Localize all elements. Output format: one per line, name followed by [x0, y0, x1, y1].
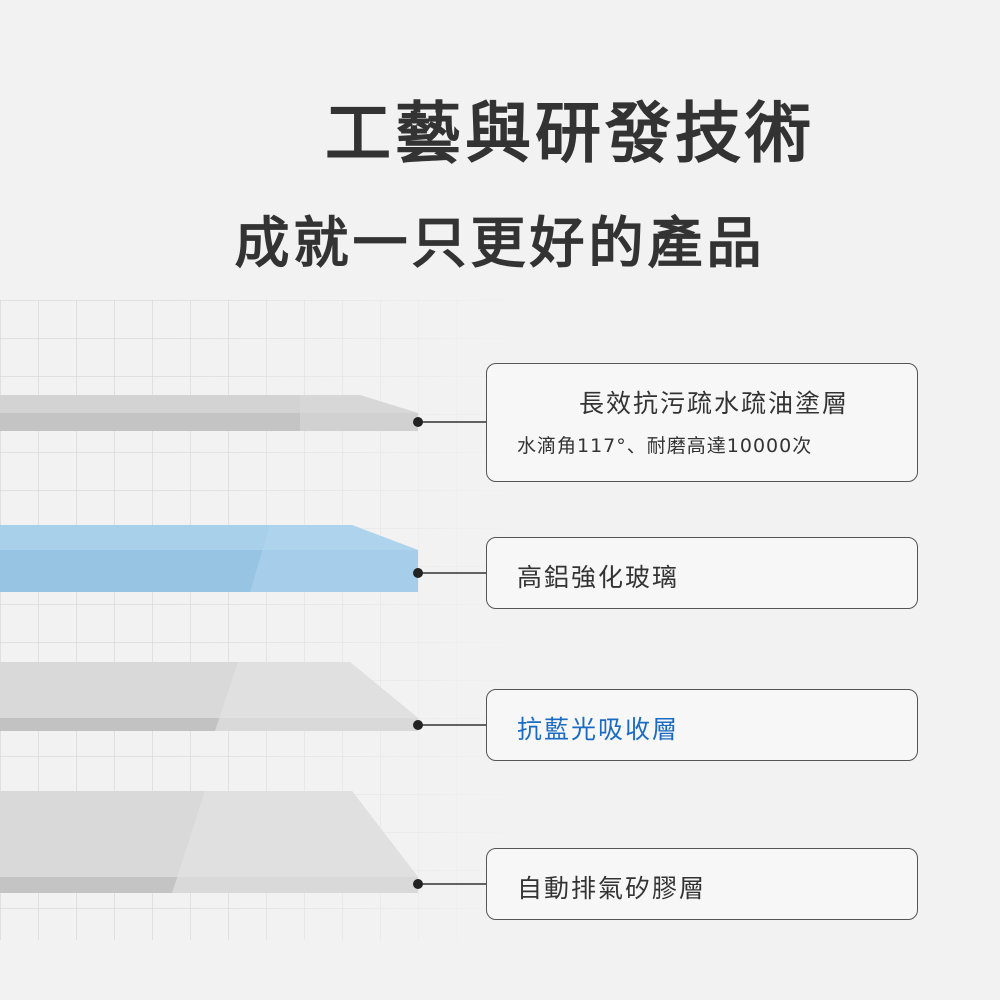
connector-3 [413, 720, 486, 730]
page-title: 工藝與研發技術 [325, 95, 815, 172]
connector-4 [413, 879, 486, 889]
connector-2 [413, 568, 486, 578]
label-coating-detail: 水滴角117°、耐磨高達10000次 [517, 435, 813, 457]
layer-anti-blue [0, 662, 418, 731]
label-box-silicone: 自動排氣矽膠層 [486, 848, 918, 920]
label-box-glass: 高鋁強化玻璃 [486, 537, 918, 609]
label-box-coating: 長效抗污疏水疏油塗層 水滴角117°、耐磨高達10000次 [486, 363, 918, 482]
layer-coating [0, 395, 418, 431]
label-silicone: 自動排氣矽膠層 [517, 874, 707, 903]
layer-glass [0, 525, 418, 592]
label-box-anti-blue: 抗藍光吸收層 [486, 689, 918, 761]
page-subtitle: 成就一只更好的產品 [234, 211, 766, 275]
label-glass: 高鋁強化玻璃 [517, 563, 680, 592]
label-coating: 長效抗污疏水疏油塗層 [579, 389, 850, 418]
label-anti-blue: 抗藍光吸收層 [517, 715, 680, 744]
layer-silicone [0, 791, 418, 893]
connector-1 [413, 417, 486, 427]
